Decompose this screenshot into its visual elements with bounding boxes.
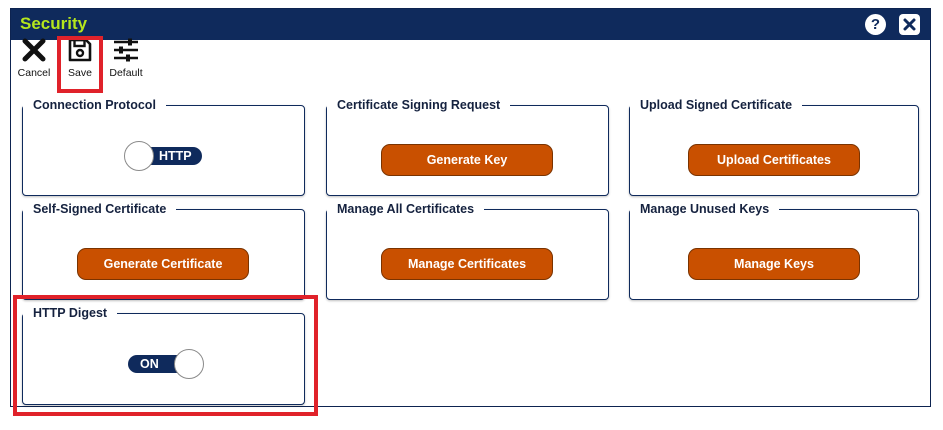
floppy-disk-icon: [68, 38, 92, 62]
close-icon[interactable]: [899, 14, 920, 35]
manage-unused-keys-title: Manage Unused Keys: [630, 199, 780, 221]
default-label: Default: [109, 67, 143, 79]
connection-protocol-toggle[interactable]: HTTP: [124, 141, 202, 171]
certificate-signing-request-title: Certificate Signing Request: [327, 95, 511, 117]
x-icon: [22, 38, 46, 62]
window-title: Security: [20, 14, 88, 33]
save-button[interactable]: Save: [58, 36, 102, 82]
manage-unused-keys-panel: Manage Keys: [629, 209, 919, 300]
save-label: Save: [68, 67, 92, 79]
manage-all-certificates-title: Manage All Certificates: [327, 199, 485, 221]
titlebar: Security ?: [11, 9, 930, 40]
help-icon[interactable]: ?: [865, 14, 886, 35]
upload-signed-certificate-title: Upload Signed Certificate: [630, 95, 803, 117]
toggle-knob: [124, 141, 154, 171]
default-button[interactable]: Default: [104, 36, 148, 82]
http-digest-title: HTTP Digest: [23, 303, 118, 325]
certificate-signing-request-panel: Generate Key: [326, 105, 609, 196]
connection-protocol-title: Connection Protocol: [23, 95, 166, 117]
upload-certificates-button[interactable]: Upload Certificates: [688, 144, 860, 176]
generate-key-button[interactable]: Generate Key: [381, 144, 553, 176]
manage-certificates-button[interactable]: Manage Certificates: [381, 248, 553, 280]
connection-protocol-panel: HTTP: [22, 105, 305, 196]
manage-keys-button[interactable]: Manage Keys: [688, 248, 860, 280]
http-digest-panel: ON: [22, 313, 305, 405]
cancel-label: Cancel: [17, 67, 51, 79]
cancel-button[interactable]: Cancel: [12, 36, 56, 82]
self-signed-certificate-title: Self-Signed Certificate: [23, 199, 177, 221]
toggle-knob: [174, 349, 204, 379]
http-digest-toggle[interactable]: ON: [128, 349, 204, 379]
manage-all-certificates-panel: Manage Certificates: [326, 209, 609, 300]
self-signed-certificate-panel: Generate Certificate: [22, 209, 305, 300]
sliders-icon: [114, 38, 138, 62]
generate-certificate-button[interactable]: Generate Certificate: [77, 248, 249, 280]
upload-signed-certificate-panel: Upload Certificates: [629, 105, 919, 196]
